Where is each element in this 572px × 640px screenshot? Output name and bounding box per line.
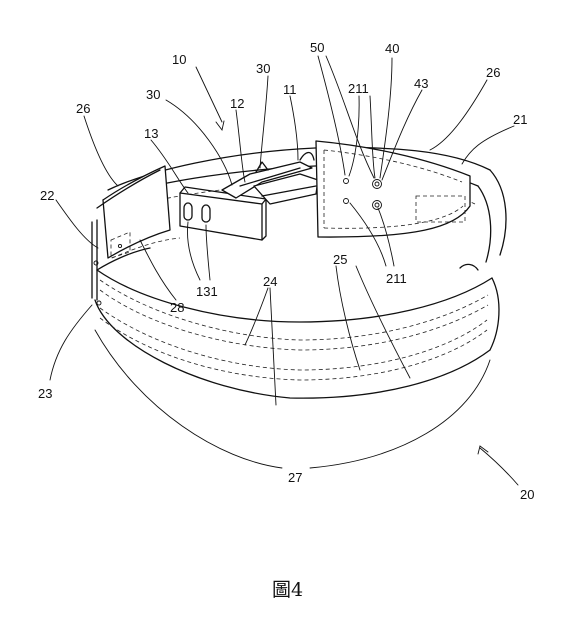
label-30-left: 30 <box>146 87 160 102</box>
buckle-plate <box>179 186 267 241</box>
reference-numerals: 10 30 30 12 11 50 40 211 43 26 21 26 13 … <box>38 40 534 502</box>
label-26-left: 26 <box>76 101 90 116</box>
label-43: 43 <box>414 76 428 91</box>
label-24: 24 <box>263 274 277 289</box>
leader-lines <box>49 55 519 486</box>
label-13: 13 <box>144 126 158 141</box>
label-11: 11 <box>283 82 297 97</box>
label-21: 21 <box>513 112 527 127</box>
label-22: 22 <box>40 188 54 203</box>
label-131: 131 <box>196 284 218 299</box>
label-10: 10 <box>172 52 186 67</box>
label-211-bottom: 211 <box>386 271 407 286</box>
label-30-top: 30 <box>256 61 270 76</box>
label-26-right: 26 <box>486 65 500 80</box>
label-20: 20 <box>520 487 534 502</box>
label-25: 25 <box>333 252 347 267</box>
left-end-tab <box>96 165 171 259</box>
label-23: 23 <box>38 386 52 401</box>
label-50: 50 <box>310 40 324 55</box>
figure-caption: 圖4 <box>272 579 303 601</box>
lever-linkage <box>221 151 319 205</box>
label-28: 28 <box>170 300 184 315</box>
label-12: 12 <box>230 96 244 111</box>
right-end-tab <box>315 140 479 271</box>
label-27: 27 <box>288 470 302 485</box>
label-211-top: 211 <box>348 81 369 96</box>
label-40: 40 <box>385 41 399 56</box>
